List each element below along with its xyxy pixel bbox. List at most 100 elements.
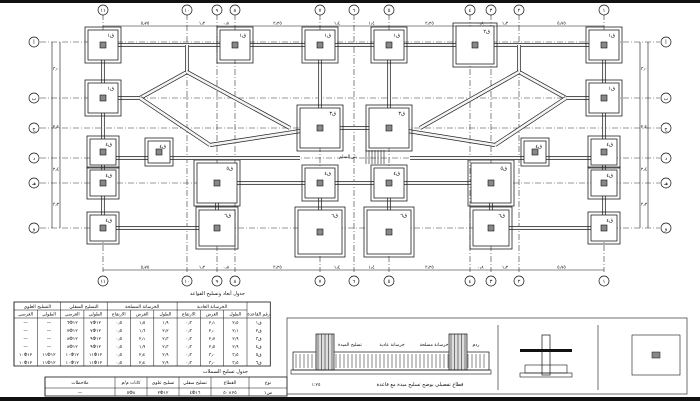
grid-row-label: و xyxy=(32,226,36,232)
grid-bubble xyxy=(229,275,241,287)
grid-column-label: ٩ xyxy=(216,279,219,285)
footing-type-label: ق٦ xyxy=(224,213,231,219)
tie-beam-fill xyxy=(518,70,567,100)
bottom-border xyxy=(0,397,700,401)
table-group-header: التسليح العلوي xyxy=(24,305,51,310)
grid-column-label: ٨ xyxy=(234,8,237,14)
section-note: تسليح الميدة xyxy=(338,343,362,348)
grid-column-label: ٤ xyxy=(469,8,472,14)
table-cell: — xyxy=(47,321,52,326)
grid-bubble xyxy=(513,4,525,16)
grid-bubble xyxy=(660,122,672,134)
footing-plain-concrete xyxy=(365,104,413,152)
table-cell: ٠٫٥ xyxy=(116,361,123,366)
table-cell: ١٠Φ١٢ xyxy=(19,352,33,358)
grid-row-label: د xyxy=(665,156,667,162)
grid-row-label: د xyxy=(33,156,35,162)
grid-bubble xyxy=(181,4,193,16)
table-cell: ١٫٥ xyxy=(139,321,146,326)
table-column-header: تسليح علوي xyxy=(152,381,175,386)
grid-row-label: ج xyxy=(32,126,36,132)
table-cell: ٢٫٩ xyxy=(232,345,239,350)
table-cell: ١٫٩ xyxy=(139,345,146,350)
grid-row-label: أ xyxy=(665,39,667,46)
column xyxy=(316,41,324,49)
table-cell: ٢٫٧ xyxy=(209,337,216,342)
table-cell: ١٠Φ١٢ xyxy=(19,360,33,366)
section-note: خرسانة مسلحة xyxy=(420,343,449,348)
footing-plain-concrete xyxy=(195,206,239,250)
column xyxy=(471,41,479,49)
top-border xyxy=(0,0,700,3)
footing-plain-concrete xyxy=(301,26,339,64)
grid-column-label: ٦ xyxy=(353,8,356,14)
table-column-header: نوع xyxy=(265,381,271,386)
grid-bubble xyxy=(211,275,223,287)
footing-type-label: ق٤ xyxy=(324,171,331,177)
grid-row-label: هـ xyxy=(31,181,36,187)
table-cell: — xyxy=(23,337,28,342)
table-cell: ١١Φ١٢ xyxy=(89,360,103,366)
grid-column-label: ١١ xyxy=(100,279,105,285)
table-cell: ٠٫٥ xyxy=(116,337,123,342)
table-cell: ١١Φ١٢ xyxy=(42,352,56,358)
column xyxy=(600,94,608,102)
table-cell: ٧Φ١٢ xyxy=(90,328,101,334)
footing-table-title: جدول أبعاد وتسليح القواعد xyxy=(190,290,245,297)
footing-type-label: ق٦ xyxy=(498,213,505,219)
grid-column-label: ٥ xyxy=(388,279,391,285)
column xyxy=(316,228,324,236)
grid-column-label: ١٠ xyxy=(184,8,189,14)
table-cell: ٠٫٣ xyxy=(186,352,193,358)
grid-row-label: ب xyxy=(664,96,669,102)
footing-type-label: ق٤ xyxy=(606,142,613,148)
footing-type-label: ق١ xyxy=(393,33,400,39)
dimension-text: ٥٫٧٥ xyxy=(557,266,566,271)
grid-column-label: ٧ xyxy=(319,279,322,285)
grid-bubble xyxy=(485,275,497,287)
table-cell: ٣٫٥ xyxy=(232,352,239,358)
grid-bubble xyxy=(211,4,223,16)
grid-column-label: ٢ xyxy=(518,8,521,14)
footing-type-label: ق١ xyxy=(608,86,615,92)
footing-type-label: ق١ xyxy=(107,86,114,92)
footing-type-label: ق٤ xyxy=(393,171,400,177)
footing-type-label: ق٤ xyxy=(535,144,542,150)
table-cell: ٣٫٠ xyxy=(209,352,215,358)
tie-beam-fill xyxy=(494,96,567,147)
column-detail xyxy=(541,334,551,376)
table-cell: ٢٫٤ xyxy=(139,353,146,358)
dimension-text: ٢٫٤ xyxy=(641,125,648,130)
footing-plain-concrete xyxy=(301,164,339,202)
footing-plan-detail xyxy=(631,334,681,376)
table-cell: ٢٫٠ xyxy=(209,329,215,334)
column xyxy=(231,41,239,49)
grid-bubble xyxy=(348,4,360,16)
grid-bubble xyxy=(485,4,497,16)
table-cell: ٢٫٢ xyxy=(162,329,169,334)
dimension-text: ١٫٢ xyxy=(502,266,509,271)
footing-plain-concrete xyxy=(84,26,122,64)
plain-concrete-detail xyxy=(519,372,573,378)
section-note: خرسانة عادية xyxy=(379,343,404,348)
table-cell: ١١Φ١٢ xyxy=(42,360,56,366)
footing-type-label: ق١ xyxy=(608,33,615,39)
grid-column-label: ١٠ xyxy=(184,279,189,285)
column xyxy=(487,179,495,187)
footing-plain-concrete xyxy=(467,159,515,207)
dimension-text: ٣٫٢٥ xyxy=(425,265,434,271)
grid-bubble xyxy=(229,4,241,16)
table-cell: ٠٫٥ xyxy=(116,353,123,358)
grid-bubble xyxy=(314,4,326,16)
table-cell: ق٤ xyxy=(256,345,262,350)
footing-plain-concrete xyxy=(193,159,241,207)
dimension-text: ٣٫٢٥ xyxy=(273,265,282,271)
grid-row-label: ج xyxy=(664,126,668,132)
section-frame xyxy=(286,317,688,395)
table-cell: ٦Φ١٢ xyxy=(67,320,78,326)
section-scale: ١:٢٥ xyxy=(312,383,321,388)
column xyxy=(99,94,107,102)
footing-type-label: ق٤ xyxy=(105,142,112,148)
dimension-text: ١٫٤ xyxy=(368,266,375,271)
grid-bubble xyxy=(383,4,395,16)
